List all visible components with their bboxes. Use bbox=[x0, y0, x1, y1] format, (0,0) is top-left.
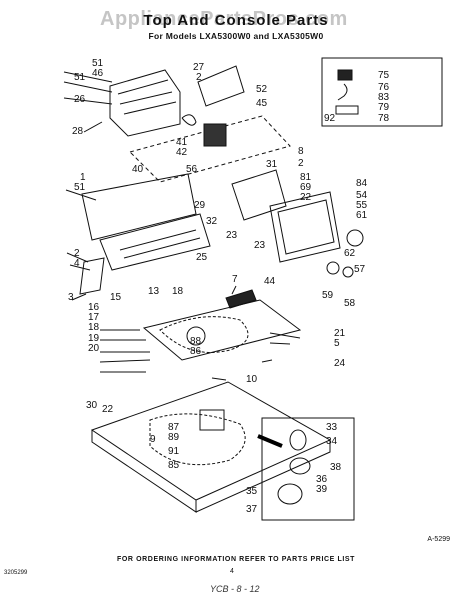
callout-label: 75 bbox=[378, 70, 390, 81]
callout-label: 4 bbox=[74, 258, 80, 269]
callout-label: 16 bbox=[88, 302, 100, 313]
callout-label: 30 bbox=[86, 400, 98, 411]
figure-code: A-5299 bbox=[427, 536, 450, 543]
callout-label: 52 bbox=[256, 84, 268, 95]
timer-part bbox=[203, 123, 227, 147]
callout-label: 23 bbox=[254, 240, 266, 251]
inset-box bbox=[321, 57, 443, 127]
callout-label: 84 bbox=[356, 178, 368, 189]
callout-label: 88 bbox=[190, 336, 202, 347]
callout-label: 69 bbox=[300, 182, 312, 193]
callout-label: 46 bbox=[92, 68, 104, 79]
callout-label: 19 bbox=[88, 333, 100, 344]
callout-label: 37 bbox=[246, 504, 258, 515]
callout-label: 51 bbox=[74, 72, 86, 83]
callout-label: 35 bbox=[246, 486, 258, 497]
ordering-note: FOR ORDERING INFORMATION REFER TO PARTS … bbox=[116, 556, 356, 563]
callout-label: 21 bbox=[334, 328, 346, 339]
callout-label: 81 bbox=[300, 172, 312, 183]
callout-label: 10 bbox=[246, 374, 258, 385]
callout-label: 41 bbox=[176, 137, 188, 148]
callout-label: 79 bbox=[378, 102, 390, 113]
callout-label: 3 bbox=[68, 292, 74, 303]
callout-label: 13 bbox=[148, 286, 160, 297]
callout-label: 18 bbox=[172, 286, 184, 297]
callout-label: 62 bbox=[344, 248, 356, 259]
callout-label: 2 bbox=[74, 248, 80, 259]
callout-label: 44 bbox=[264, 276, 276, 287]
callout-label: 22 bbox=[102, 404, 114, 415]
callout-label: 26 bbox=[74, 94, 86, 105]
cover-panel-part bbox=[197, 65, 245, 107]
callout-label: 8 bbox=[298, 146, 304, 157]
callout-label: 92 bbox=[324, 113, 336, 124]
callout-label: 29 bbox=[194, 200, 206, 211]
callout-label: 55 bbox=[356, 200, 368, 211]
switch-assembly-part bbox=[199, 409, 225, 431]
handwritten-note: YCB - 8 - 12 bbox=[210, 584, 260, 594]
callout-label: 1 bbox=[80, 172, 86, 183]
console-panel-part bbox=[81, 173, 197, 241]
callout-label: 27 bbox=[193, 62, 205, 73]
callout-label: 42 bbox=[176, 147, 188, 158]
callout-label: 28 bbox=[72, 126, 84, 137]
callout-label: 85 bbox=[168, 460, 180, 471]
callout-label: 31 bbox=[266, 159, 278, 170]
callout-label: 45 bbox=[256, 98, 268, 109]
callout-label: 23 bbox=[226, 230, 238, 241]
callout-label: 76 bbox=[378, 82, 390, 93]
callout-label: 5 bbox=[334, 338, 340, 349]
callout-label: 39 bbox=[316, 484, 328, 495]
callout-label: 57 bbox=[354, 264, 366, 275]
callout-label: 86 bbox=[190, 346, 202, 357]
callout-label: 87 bbox=[168, 422, 180, 433]
end-cap-part bbox=[79, 257, 105, 295]
detail-box bbox=[261, 417, 355, 521]
callout-label: 51 bbox=[74, 182, 86, 193]
callout-label: 24 bbox=[334, 358, 346, 369]
opening-part bbox=[186, 326, 206, 346]
callout-label: 32 bbox=[206, 216, 218, 227]
callout-label: 20 bbox=[88, 343, 100, 354]
console-back-part bbox=[109, 69, 181, 137]
callout-label: 18 bbox=[88, 322, 100, 333]
callout-label: 83 bbox=[378, 92, 390, 103]
callout-label: 7 bbox=[232, 274, 238, 285]
callout-label: 9 bbox=[150, 434, 156, 445]
diagram-title: Top And Console Parts bbox=[143, 12, 329, 29]
callout-label: 25 bbox=[196, 252, 208, 263]
callout-label: 17 bbox=[88, 312, 100, 323]
callout-label: 58 bbox=[344, 298, 356, 309]
callout-label: 33 bbox=[326, 422, 338, 433]
page-number: 4 bbox=[230, 568, 234, 575]
callout-label: 38 bbox=[330, 462, 342, 473]
callout-label: 51 bbox=[92, 58, 104, 69]
lid-switch-frame-part bbox=[269, 191, 341, 263]
part-code: 3205299 bbox=[4, 570, 28, 576]
callout-label: 15 bbox=[110, 292, 122, 303]
callout-label: 22 bbox=[300, 192, 312, 203]
callout-label: 36 bbox=[316, 474, 328, 485]
callout-label: 2 bbox=[196, 72, 202, 83]
switch-bracket-part bbox=[231, 169, 287, 221]
callout-label: 91 bbox=[168, 446, 180, 457]
control-panel-part bbox=[99, 213, 211, 271]
watermark-text: AppliancePartsPros.com bbox=[100, 8, 348, 30]
callout-label: 54 bbox=[356, 190, 368, 201]
callout-label: 59 bbox=[322, 290, 334, 301]
callout-label: 2 bbox=[298, 158, 304, 169]
lid-top-part bbox=[142, 299, 302, 361]
hinge-part bbox=[225, 289, 257, 309]
callout-label: 61 bbox=[356, 210, 368, 221]
callout-label: 56 bbox=[186, 164, 198, 175]
diagram-subtitle: For Models LXA5300W0 and LXA5305W0 bbox=[148, 31, 324, 41]
callout-label: 78 bbox=[378, 113, 390, 124]
callout-label: 89 bbox=[168, 432, 180, 443]
callout-label: 40 bbox=[132, 164, 144, 175]
callout-label: 34 bbox=[326, 436, 338, 447]
